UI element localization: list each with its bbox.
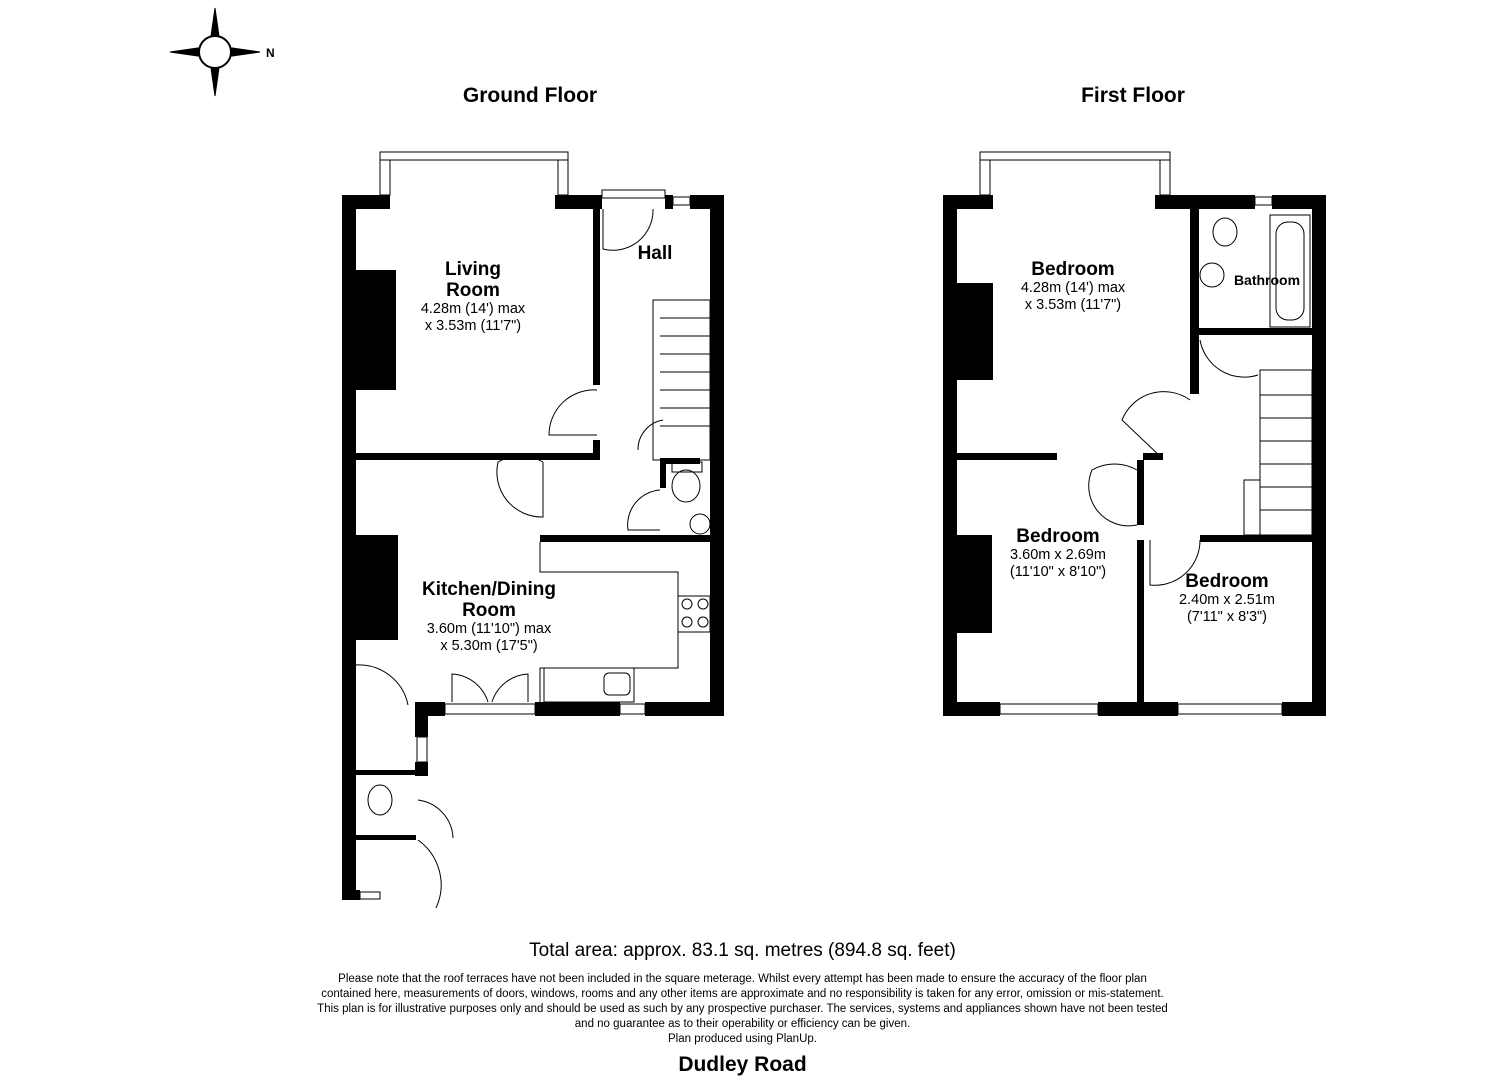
room-label-bedroom-1: Bedroom 4.28m (14') max x 3.53m (11'7") [973, 259, 1173, 314]
ground-floor-plan [342, 151, 724, 909]
disclaimer-line: and no guarantee as to their operability… [574, 1018, 911, 1030]
room-label-living-room: Living Room 4.28m (14') max x 3.53m (11'… [373, 259, 573, 335]
room-dimensions: 4.28m (14') max [1020, 280, 1126, 296]
room-dimensions: 2.40m x 2.51m [1179, 592, 1275, 608]
room-label-kitchen-dining: Kitchen/Dining Room 3.60m (11'10") max x… [389, 579, 589, 655]
room-label-bathroom: Bathroom [1233, 272, 1301, 288]
first-floor-plan [943, 151, 1326, 716]
disclaimer: Please note that the roof terraces have … [0, 972, 1485, 1047]
ground-floor-title: Ground Floor [462, 84, 598, 107]
room-name: Living [445, 259, 501, 280]
total-area: Total area: approx. 83.1 sq. metres (894… [529, 940, 956, 961]
svg-text:N: N [266, 46, 275, 60]
disclaimer-line: Please note that the roof terraces have … [338, 973, 1147, 985]
room-dimensions: (7'11" x 8'3") [1186, 609, 1268, 625]
room-name: Bedroom [1031, 259, 1115, 280]
room-label-bedroom-3: Bedroom 2.40m x 2.51m (7'11" x 8'3") [1127, 571, 1327, 626]
room-dimensions: x 3.53m (11'7") [1024, 297, 1122, 313]
room-dimensions: (11'10" x 8'10") [1009, 564, 1107, 580]
first-floor-title: First Floor [1081, 84, 1185, 107]
room-name: Bedroom [1185, 571, 1269, 592]
disclaimer-line: contained here, measurements of doors, w… [321, 988, 1164, 1000]
room-dimensions: x 3.53m (11'7") [424, 318, 522, 334]
room-name: Kitchen/Dining [421, 579, 557, 600]
room-label-bedroom-2: Bedroom 3.60m x 2.69m (11'10" x 8'10") [958, 526, 1158, 581]
room-dimensions: 3.60m x 2.69m [1010, 547, 1106, 563]
compass-rose-icon: N [169, 7, 275, 97]
room-name: Bedroom [1016, 526, 1100, 547]
room-name: Hall [637, 243, 673, 264]
room-name: Room [446, 280, 500, 301]
property-address: Dudley Road [678, 1053, 807, 1076]
room-name: Room [462, 600, 516, 621]
room-dimensions: 4.28m (14') max [420, 301, 526, 317]
room-dimensions: x 5.30m (17'5") [440, 638, 538, 654]
room-dimensions: 3.60m (11'10") max [426, 621, 552, 637]
room-label-hall: Hall [605, 243, 705, 264]
disclaimer-line: This plan is for illustrative purposes o… [317, 1003, 1168, 1015]
disclaimer-line: Plan produced using PlanUp. [668, 1033, 817, 1045]
